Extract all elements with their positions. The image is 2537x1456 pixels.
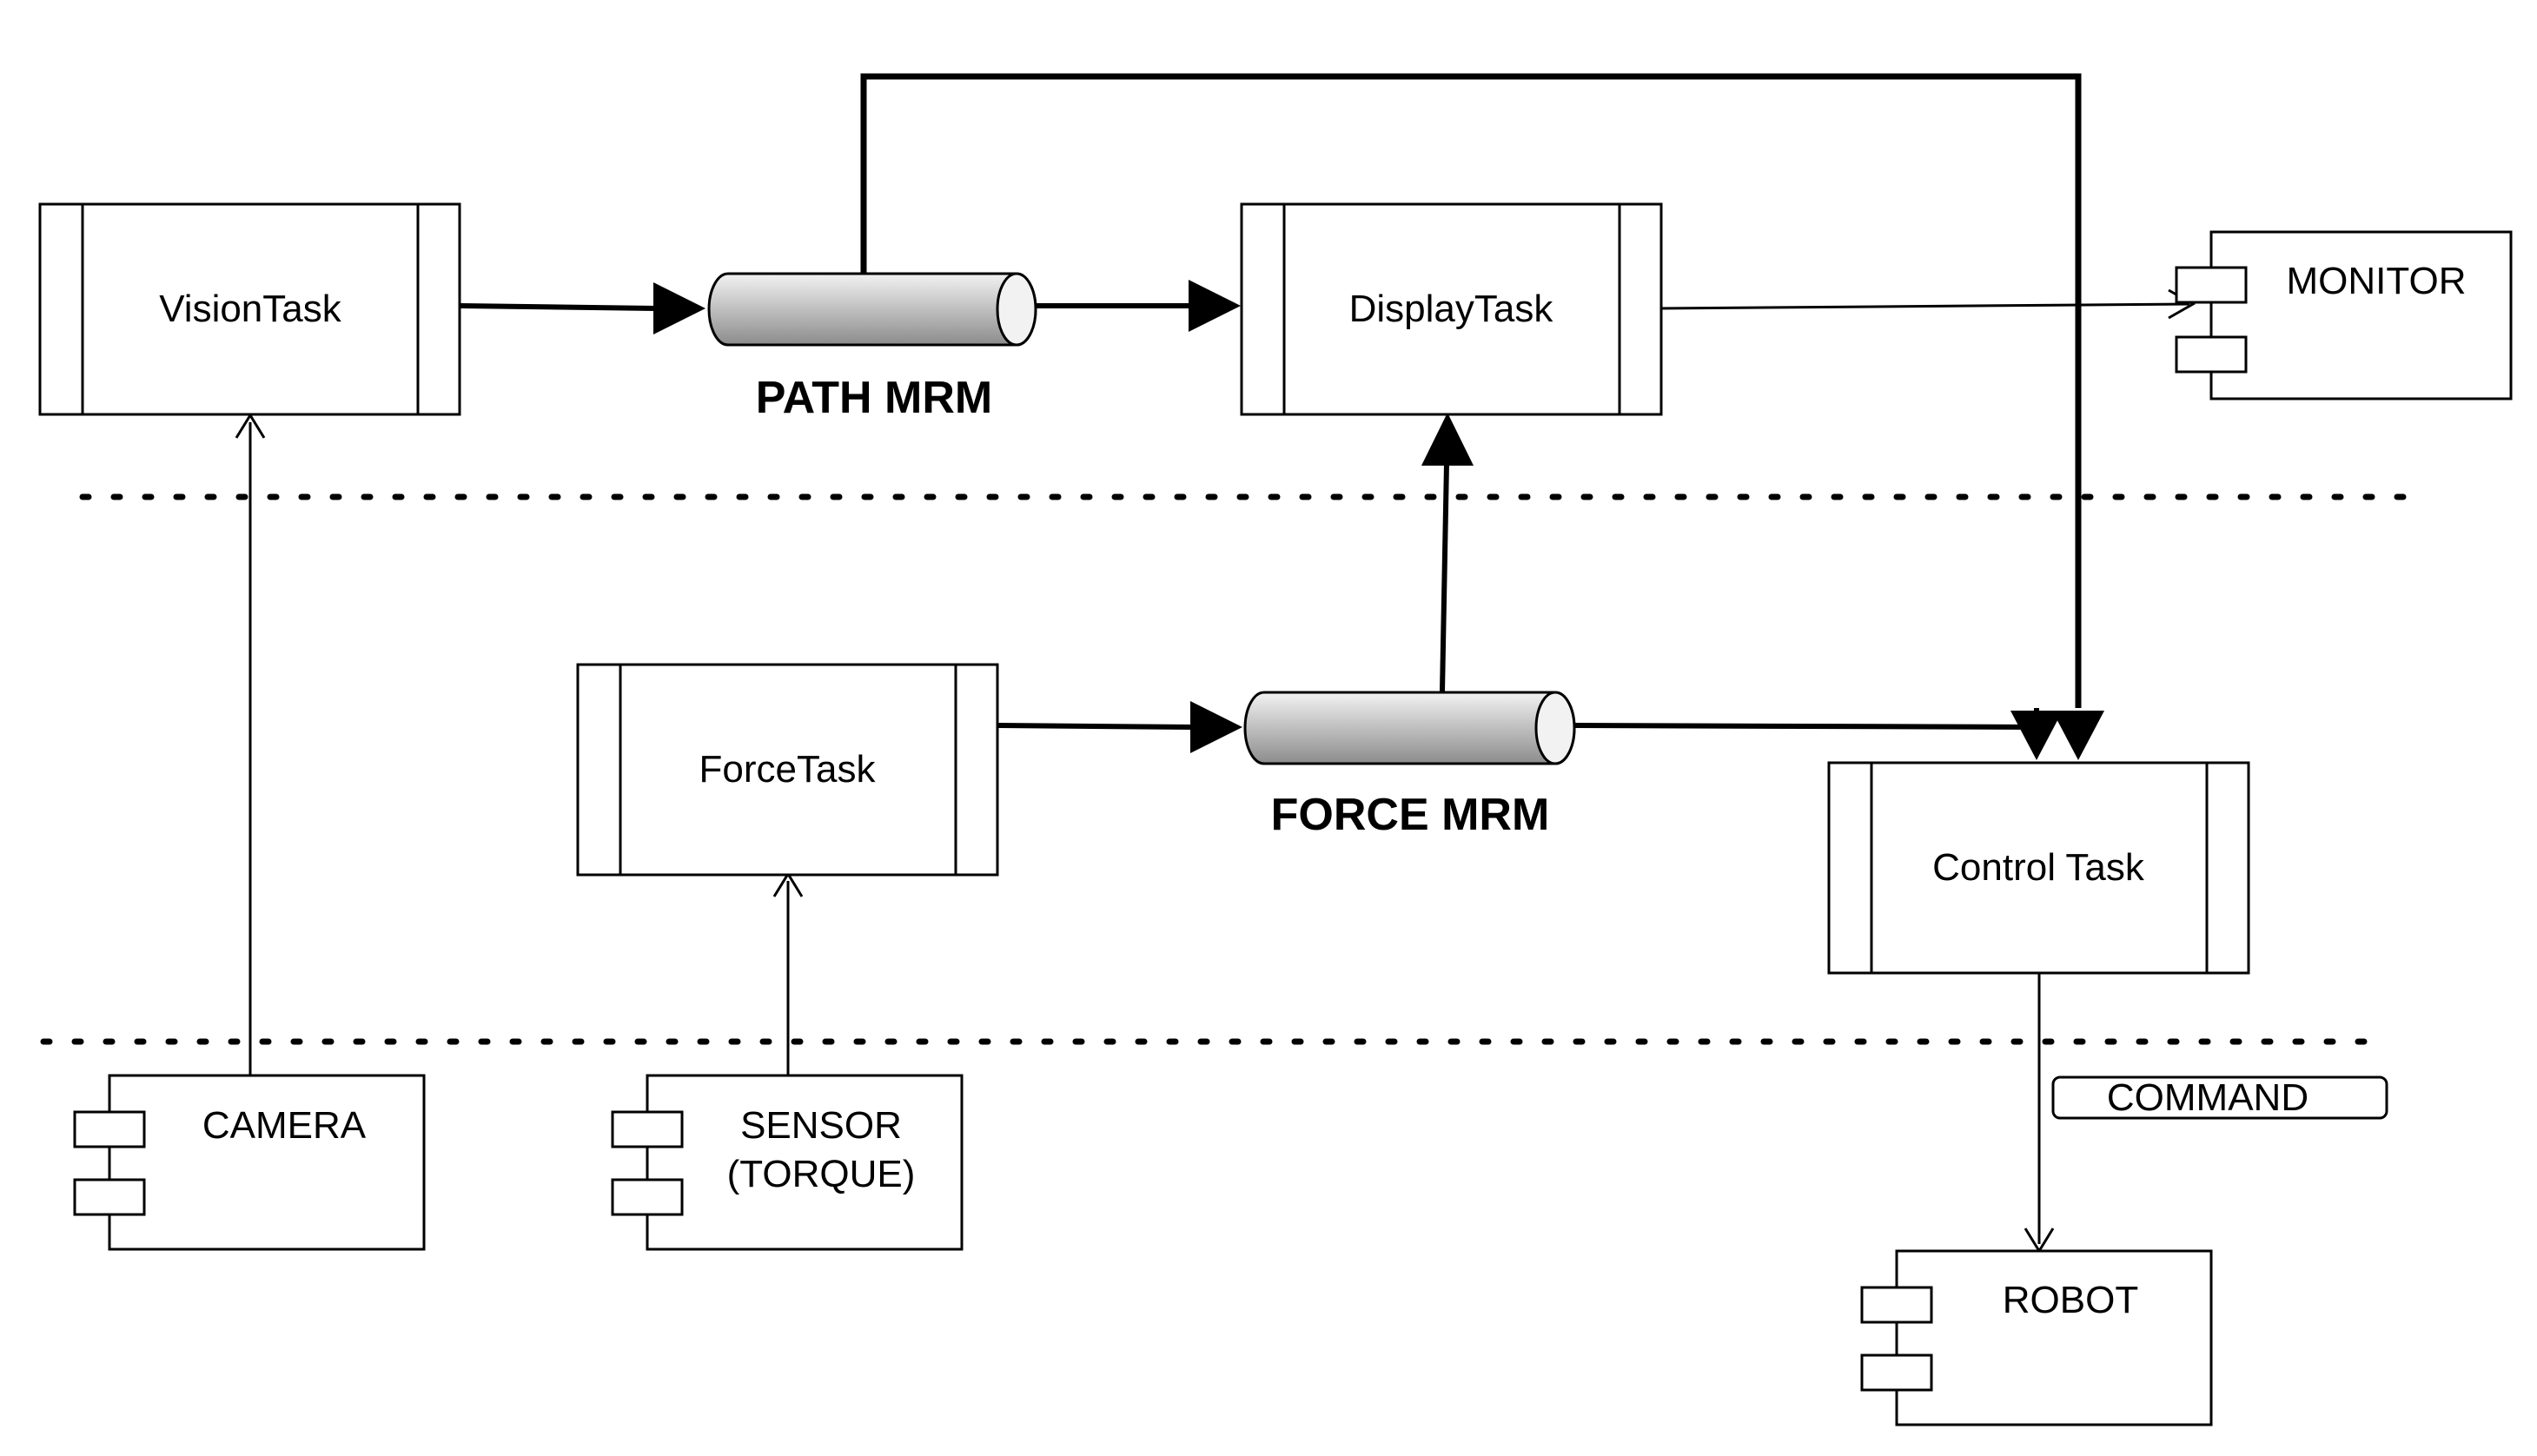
vision-task-label: VisionTask [159,288,342,330]
robot-component[interactable]: ROBOT [1860,1249,2213,1426]
command-connector-label: COMMAND [2051,1075,2388,1120]
robot-label: ROBOT [2003,1279,2138,1321]
force-mrm-to-control-line [1572,708,2039,731]
vision-to-path-mrm-arrowhead [653,282,705,334]
force-mrm-label: FORCE MRM [1271,790,1550,840]
camera-component[interactable]: CAMERA [73,1074,426,1251]
control-task-box[interactable]: Control Task [1827,761,2250,975]
path-mrm-to-display-arrowhead [1189,280,1241,332]
force-mrm-cylinder[interactable] [1243,691,1576,765]
force-task-to-force-mrm-arrowhead [1190,701,1242,753]
force-task-box[interactable]: ForceTask [576,663,999,877]
camera-label: CAMERA [202,1104,367,1147]
control-task-label: Control Task [1932,846,2145,889]
sensor-label-line2: (TORQUE) [727,1153,916,1195]
sensor-label-line1: SENSOR [740,1104,902,1147]
monitor-component[interactable]: MONITOR [2175,230,2513,400]
path-mrm-cylinder[interactable] [707,272,1037,347]
sensor-component[interactable]: SENSOR (TORQUE) [611,1074,964,1251]
path-mrm-to-control-line [860,73,2082,708]
path-mrm-label: PATH MRM [756,373,992,423]
command-label-text: COMMAND [2107,1076,2308,1119]
path-mrm-to-control-arrowhead [2052,711,2104,760]
display-task-box[interactable]: DisplayTask [1240,202,1663,416]
display-task-label: DisplayTask [1349,288,1554,330]
force-task-label: ForceTask [699,748,877,791]
force-mrm-to-display-arrowhead [1421,413,1474,466]
vision-task-box[interactable]: VisionTask [38,202,461,416]
force-mrm-to-display-line [1440,462,1449,692]
force-mrm-to-control-arrowhead [2010,711,2063,760]
display-to-monitor-line [1659,302,2190,310]
force-task-to-force-mrm-line [997,723,1193,730]
vision-to-path-mrm-line [460,303,657,311]
monitor-label: MONITOR [2287,260,2467,302]
